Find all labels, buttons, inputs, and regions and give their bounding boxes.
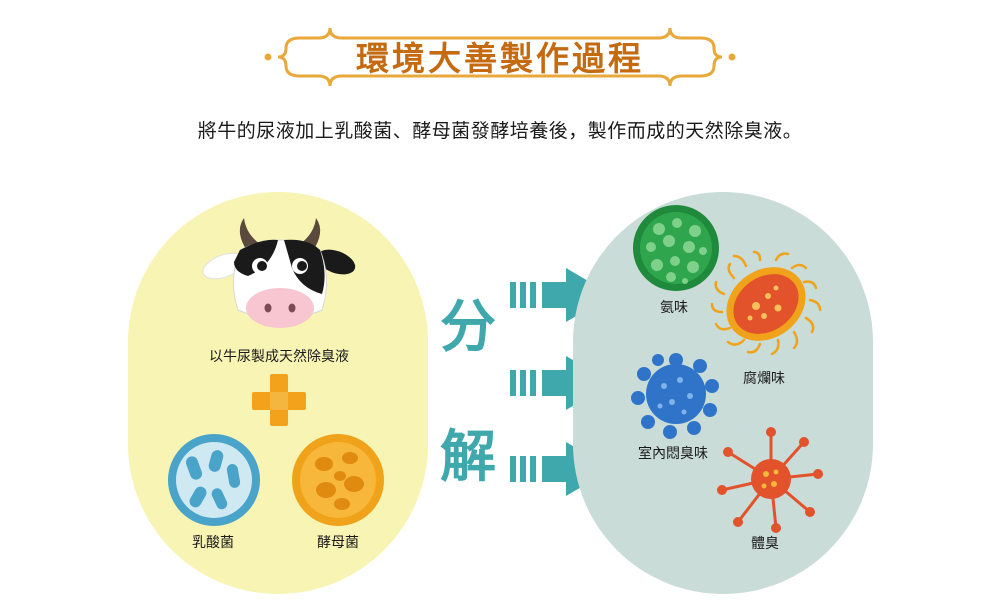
subtitle: 將牛的尿液加上乳酸菌、酵母菌發酵培養後，製作而成的天然除臭液。 [197, 120, 803, 142]
odor-panel [573, 192, 873, 594]
plus-icon [252, 374, 306, 426]
page-title: 環境大善製作過程 [356, 39, 644, 78]
rotten-odor-label: 腐爛味 [743, 371, 785, 387]
indoor-microbe-icon [631, 353, 719, 439]
ammonia-microbe-icon [633, 205, 719, 291]
decompose-char-1: 分 [440, 295, 496, 360]
arrow-icon [510, 268, 612, 322]
lactobacillus-icon [168, 434, 260, 526]
title-frame [264, 27, 736, 87]
ammonia-odor-label: 氨味 [660, 300, 688, 316]
yeast-icon [292, 434, 384, 526]
body-odor-label: 體臭 [751, 536, 779, 552]
rotten-microbe-icon [710, 250, 822, 356]
cow-label: 以牛尿製成天然除臭液 [209, 349, 349, 365]
yeast-label: 酵母菌 [317, 535, 359, 551]
body-odor-microbe-icon [717, 427, 823, 533]
lactobacillus-label: 乳酸菌 [192, 535, 234, 551]
indoor-odor-label: 室內悶臭味 [638, 446, 708, 462]
cow-icon [202, 218, 356, 328]
decompose-char-2: 解 [440, 425, 496, 490]
